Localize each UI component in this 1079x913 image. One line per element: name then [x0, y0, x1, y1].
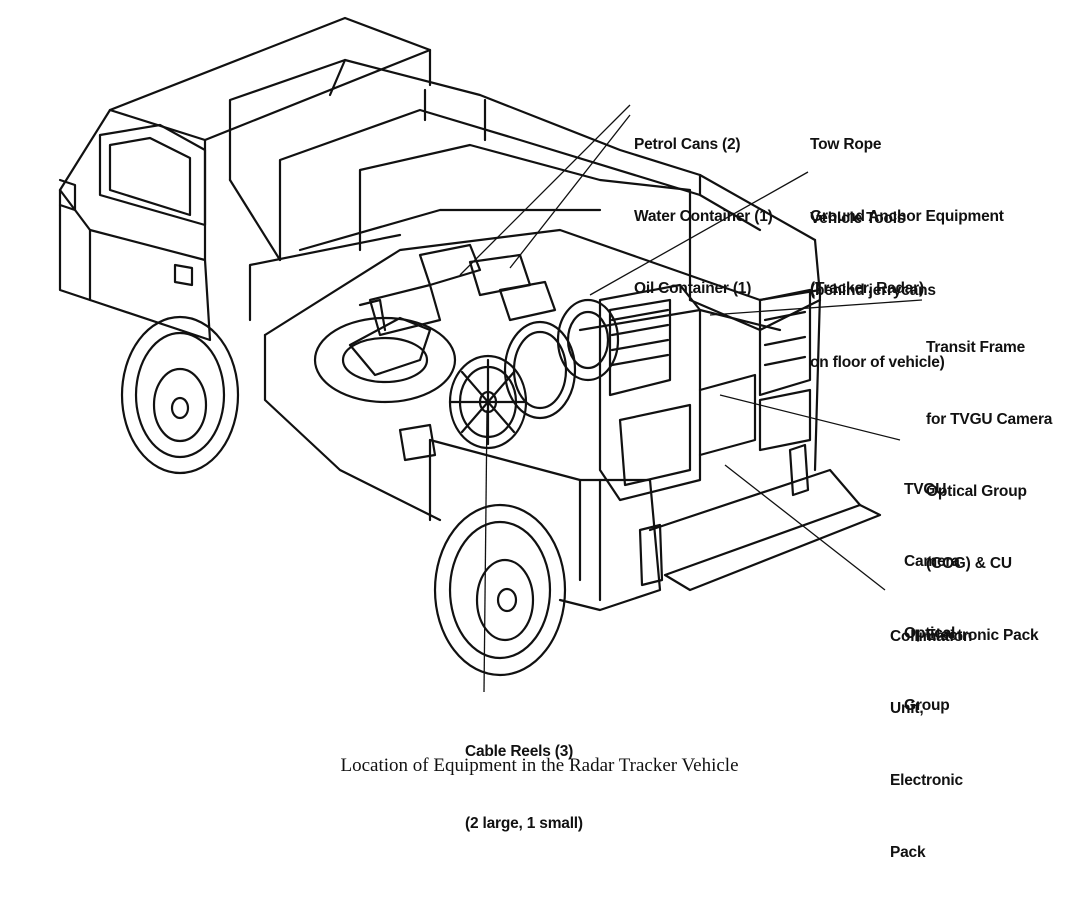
callout-line: Cable Reels (3) — [465, 743, 574, 760]
leader-lines — [459, 104, 923, 693]
callout-line: Transit Frame — [926, 339, 1026, 356]
rear-wheel — [433, 503, 567, 677]
callout-line: Petrol Cans (2) — [634, 136, 741, 153]
diagram-figure: Petrol Cans (2) Water Container (1) Oil … — [58, 16, 1052, 861]
callout-line: Water Container (1) — [634, 208, 773, 225]
vehicle-illustration — [58, 16, 923, 693]
callout-vehicle-tools: Vehicle Tools (behind jerrycans on floor… — [810, 159, 945, 423]
leader-collimation — [724, 464, 886, 591]
callout-line: Pack — [890, 844, 926, 861]
spare-tyre — [313, 316, 457, 404]
callout-line: Tow Rope — [810, 136, 882, 153]
callout-line: (Tracker, Radar) — [810, 280, 924, 297]
tailgate — [648, 468, 882, 592]
front-wheel — [120, 315, 240, 475]
callout-tow-rope: Tow Rope Ground Anchor Equipment (Tracke… — [810, 85, 1004, 349]
callout-line: Ground Anchor Equipment — [810, 208, 1004, 225]
callout-line: Optical — [904, 625, 956, 642]
callout-line: Electronic — [890, 772, 963, 789]
callout-line: Camera — [904, 553, 960, 570]
callout-line: Collimation — [890, 628, 973, 645]
callout-line: on floor of vehicle) — [810, 354, 945, 371]
callout-line: (2 large, 1 small) — [465, 815, 583, 832]
rear-lights — [638, 443, 810, 587]
callout-cable-reels: Cable Reels (3) (2 large, 1 small) — [465, 692, 583, 884]
callout-line: Electronic Pack — [926, 627, 1039, 644]
figure-caption: Location of Equipment in the Radar Track… — [340, 755, 739, 776]
rear-fitting — [358, 298, 437, 462]
jerrycans — [368, 243, 557, 337]
callout-line: (COG) & CU — [926, 555, 1012, 572]
truck-bed — [263, 208, 822, 522]
leader-petrol-2 — [509, 114, 631, 269]
callout-tvgu-camera: TVGU Camera Optical Group — [904, 430, 960, 766]
rear-side-panel — [428, 438, 662, 612]
vehicle-cab — [58, 16, 432, 342]
callout-line: TVGU — [904, 481, 947, 498]
callout-line: Group — [904, 697, 950, 714]
leader-tvgu — [719, 394, 901, 441]
callout-collimation-unit: Collimation Unit, Electronic Pack — [890, 577, 972, 913]
leader-cable — [483, 409, 488, 693]
roll-cage-frame — [228, 58, 822, 472]
leader-transit — [709, 299, 923, 316]
equipment-racks — [598, 283, 812, 502]
callout-transit-frame: Transit Frame for TVGU Camera Optical Gr… — [926, 288, 1052, 696]
callout-line: for TVGU Camera — [926, 411, 1053, 428]
callout-line: (behind jerrycans — [810, 282, 936, 299]
callout-petrol-cans: Petrol Cans (2) Water Container (1) Oil … — [634, 85, 773, 349]
cable-reels — [448, 298, 620, 450]
leader-tools — [589, 171, 809, 296]
callout-line: Optical Group — [926, 483, 1027, 500]
leader-petrol-1 — [459, 104, 631, 276]
callout-line: Oil Container (1) — [634, 280, 752, 297]
callout-line: Unit, — [890, 700, 924, 717]
callout-line: Vehicle Tools — [810, 210, 906, 227]
